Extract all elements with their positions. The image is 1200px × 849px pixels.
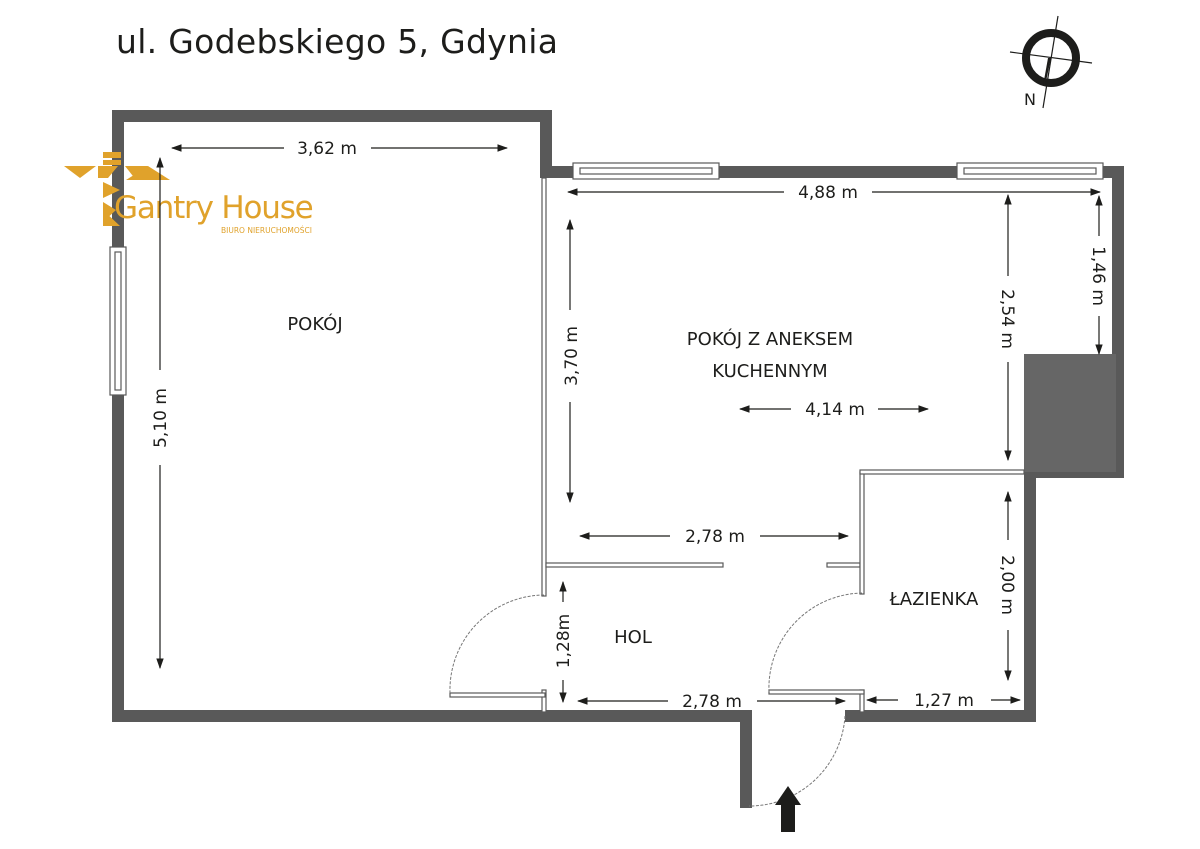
gantry-house-logo: Gantry House BIURO NIERUCHOMOŚCI: [64, 152, 314, 235]
door-swings: [449, 592, 863, 807]
dim-hall-width-top: 2,78 m: [685, 527, 745, 547]
dim-kitchen-right-height: 2,54 m: [997, 289, 1017, 349]
dim-pokoj-width: 3,62 m: [297, 139, 357, 159]
dim-kitchen-width-top: 4,88 m: [798, 183, 858, 203]
dim-pokoj-length: 5,10 m: [151, 388, 171, 448]
dim-lazienka-width: 1,27 m: [914, 691, 974, 711]
north-arrow-icon: N: [1009, 15, 1093, 109]
dim-lazienka-height: 2,00 m: [997, 555, 1017, 615]
logo-subtitle: BIURO NIERUCHOMOŚCI: [221, 226, 312, 235]
room-label-kitchen-line2: KUCHENNYM: [712, 361, 827, 382]
column-block: [1024, 354, 1116, 472]
dimension-labels: 3,62 m 5,10 m 4,88 m 1,46 m 2,54 m 3,70 …: [151, 139, 1108, 712]
compass-label: N: [1024, 90, 1036, 109]
dim-hol-width: 2,78 m: [682, 692, 742, 712]
room-labels: POKÓJ POKÓJ Z ANEKSEM KUCHENNYM HOL ŁAZI…: [287, 313, 979, 648]
room-label-hol: HOL: [614, 627, 652, 648]
room-label-lazienka: ŁAZIENKA: [889, 589, 979, 610]
logo-mark-icon: [64, 152, 170, 226]
logo-name: Gantry House: [114, 190, 313, 226]
dim-hol-height: 1,28m: [554, 614, 574, 668]
windows: [109, 162, 1104, 396]
dimension-lines: [156, 144, 1103, 705]
window-left: [109, 246, 127, 396]
interior-walls: [449, 177, 1025, 713]
room-label-pokoj: POKÓJ: [287, 313, 342, 335]
room-label-kitchen-line1: POKÓJ Z ANEKSEM: [687, 328, 853, 350]
entrance-arrow-icon: [775, 786, 801, 832]
dim-kitchen-height: 3,70 m: [562, 326, 582, 386]
page-title: ul. Godebskiego 5, Gdynia: [116, 22, 559, 61]
dim-kitchen-width-inner: 4,14 m: [805, 400, 865, 420]
dim-niche-height: 1,46 m: [1088, 246, 1108, 306]
window-top-2: [956, 162, 1104, 180]
window-top-1: [572, 162, 720, 180]
